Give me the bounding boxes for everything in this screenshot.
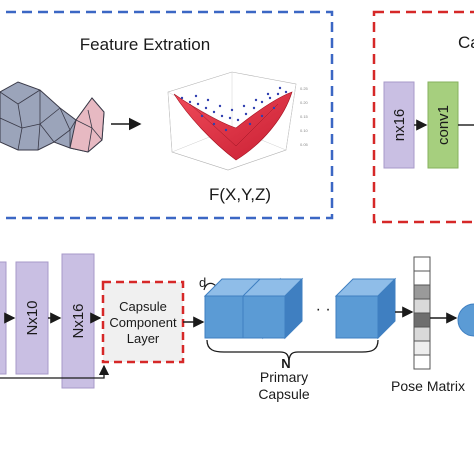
nx16-top-label: nx16 xyxy=(391,109,408,142)
capsule-layer-line2: Component xyxy=(109,315,177,330)
output-circle xyxy=(457,303,474,337)
primary-capsule-cube-3 xyxy=(334,277,397,340)
right-panel-title: Ca xyxy=(458,33,474,52)
right-panel: Ca nx16 conv1 xyxy=(372,10,474,224)
nx16-label: Nx16 xyxy=(70,303,87,338)
skip-connection-arrow xyxy=(0,364,110,379)
conv1-label: conv1 xyxy=(435,105,452,145)
feature-panel-title: Feature Extration xyxy=(80,35,210,54)
pipeline: Nx10 Nx16 Capsule Component Layer d · · … xyxy=(0,253,474,402)
svg-text:0.15: 0.15 xyxy=(300,114,309,119)
function-label: F(X,Y,Z) xyxy=(209,185,271,204)
depth-label: d xyxy=(199,275,206,290)
n-label: N xyxy=(281,356,290,371)
feature-extraction-panel: Feature Extration xyxy=(0,10,334,220)
svg-text:0.20: 0.20 xyxy=(300,100,309,105)
input-block-partial xyxy=(0,261,7,375)
capsule-layer-line3: Layer xyxy=(127,331,160,346)
n-bracket xyxy=(206,339,379,361)
capsule-component-layer xyxy=(101,280,185,364)
primary-capsule-line1: Primary xyxy=(260,369,308,385)
depth-bracket xyxy=(203,282,217,291)
pose-matrix xyxy=(413,256,431,370)
svg-text:0.10: 0.10 xyxy=(300,128,309,133)
pose-matrix-label: Pose Matrix xyxy=(391,378,465,394)
primary-capsule-line2: Capsule xyxy=(258,386,310,402)
ellipsis: · · · xyxy=(316,301,341,318)
primary-capsule-cube-2 xyxy=(241,277,304,340)
surface-plot: 0.25 0.20 0.15 0.10 0.05 xyxy=(167,71,309,171)
capsule-layer-line1: Capsule xyxy=(119,299,167,314)
mesh-object xyxy=(0,81,105,153)
right-panel-border xyxy=(372,10,474,224)
svg-text:0.05: 0.05 xyxy=(300,142,309,147)
nx10-label: Nx10 xyxy=(24,300,41,335)
nx16-top-block xyxy=(383,81,415,169)
svg-text:0.25: 0.25 xyxy=(300,86,309,91)
